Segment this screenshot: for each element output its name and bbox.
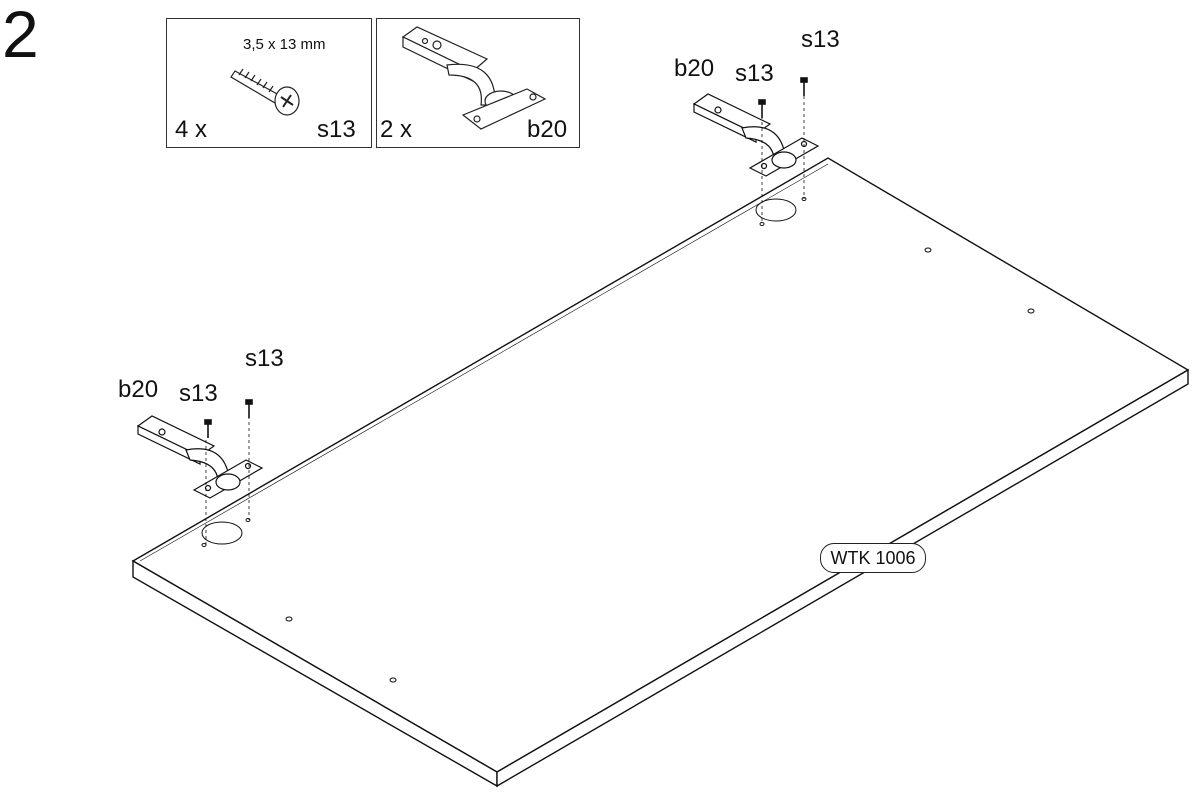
- left-hinge-code: b20: [118, 376, 159, 403]
- panel-label: WTK 1006: [820, 543, 926, 573]
- screw-code: s13: [317, 116, 356, 143]
- step-number: 2: [2, 0, 39, 71]
- right-screw-code-a: s13: [735, 60, 774, 87]
- door-panel: [131, 157, 1190, 788]
- screw-icon: [230, 68, 300, 116]
- right-hinge-code: b20: [674, 55, 715, 82]
- hinge-code: b20: [527, 116, 568, 143]
- hinge-icon: [401, 26, 547, 130]
- screw-parts-box: 3,5 x 13 mm 4 x s13: [166, 18, 372, 148]
- panel-holes: [201, 197, 1035, 683]
- left-hinge-guides: [205, 410, 250, 545]
- left-hinge: [136, 415, 264, 499]
- screw-quantity: 4 x: [175, 116, 208, 143]
- left-screw-code-b: s13: [245, 345, 284, 372]
- left-screws: [204, 399, 253, 438]
- hinge-parts-box: 2 x b20: [376, 18, 580, 148]
- right-screws: [758, 77, 808, 118]
- left-screw-code-a: s13: [179, 380, 218, 407]
- screw-dimension: 3,5 x 13 mm: [243, 36, 326, 53]
- right-hinge: [692, 93, 820, 177]
- right-hinge-guides: [761, 90, 805, 224]
- hinge-quantity: 2 x: [380, 116, 413, 143]
- right-screw-code-b: s13: [801, 26, 840, 53]
